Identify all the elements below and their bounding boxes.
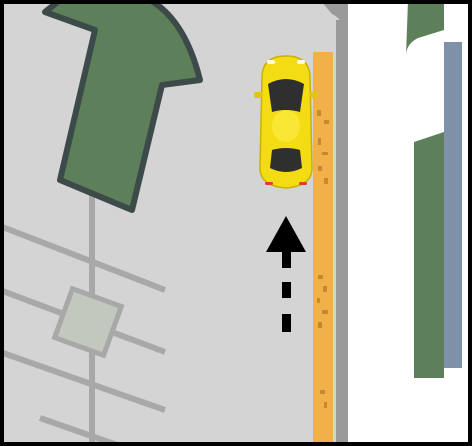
car-mirror-right bbox=[310, 92, 318, 98]
grass-strip-lower bbox=[414, 132, 444, 378]
white-gap bbox=[444, 0, 472, 42]
road-edge-shadow bbox=[336, 20, 348, 446]
arrow-dash-2 bbox=[282, 282, 291, 298]
car-windshield bbox=[268, 79, 304, 112]
car-mirror-left bbox=[254, 92, 262, 98]
car-taillight-right bbox=[299, 182, 307, 185]
car-headlight-left bbox=[267, 60, 275, 64]
car-taillight-left bbox=[265, 182, 273, 185]
car-roof bbox=[272, 110, 300, 142]
car-headlight-right bbox=[297, 60, 305, 64]
blue-strip bbox=[444, 42, 462, 368]
arrow-dash-1 bbox=[282, 252, 291, 268]
sidewalk-strip bbox=[313, 52, 333, 446]
arrow-dash-3 bbox=[282, 314, 291, 332]
car-rear-window bbox=[270, 148, 302, 172]
car[interactable] bbox=[254, 56, 318, 188]
